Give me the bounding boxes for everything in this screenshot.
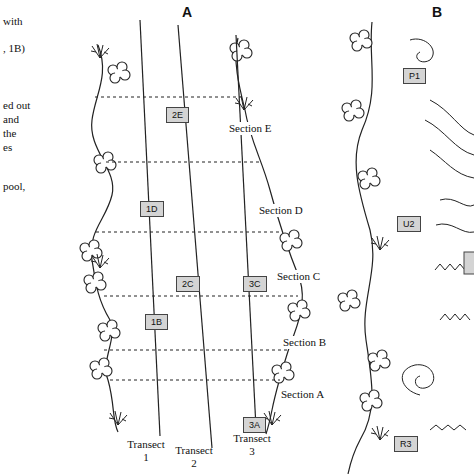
sample-box: P1 — [403, 68, 426, 84]
panel-letter: A — [181, 4, 193, 20]
box-label: P1 — [409, 71, 420, 81]
box-label: 1B — [151, 317, 162, 327]
text-label: pool, — [2, 180, 26, 193]
sample-box: U2 — [397, 216, 421, 232]
sample-box: R3 — [394, 436, 418, 452]
box-label: 2C — [182, 279, 194, 289]
transect-label: Transect 2 — [172, 444, 216, 469]
text-label: Section B — [282, 336, 327, 349]
text-label: the — [2, 127, 17, 140]
box-label: 3A — [249, 420, 260, 430]
sample-box: 3C — [243, 276, 267, 292]
text-label: Section A — [280, 388, 325, 401]
box-label: U2 — [403, 219, 415, 229]
text-label: es — [2, 141, 13, 154]
sample-box: 2C — [176, 276, 200, 292]
text-label: and — [2, 113, 20, 126]
transect-label: Transect 3 — [230, 432, 274, 457]
box-label: 2E — [172, 110, 183, 120]
box-label: R3 — [400, 439, 412, 449]
text-label: Section C — [276, 270, 321, 283]
sample-box: 1D — [140, 201, 164, 217]
sample-box: 3A — [243, 417, 266, 433]
box-label: 1D — [146, 204, 158, 214]
sample-box: 1B — [145, 314, 168, 330]
text-label: ed out — [2, 99, 31, 112]
text-label: Section D — [258, 204, 304, 217]
panel-letter: B — [431, 4, 443, 20]
text-label: Section E — [228, 122, 272, 135]
text-label: , 1B) — [2, 42, 26, 55]
text-label: with — [2, 15, 24, 28]
transect-label: Transect 1 — [124, 438, 168, 463]
sample-box: 2E — [166, 107, 189, 123]
box-label: 3C — [249, 279, 261, 289]
